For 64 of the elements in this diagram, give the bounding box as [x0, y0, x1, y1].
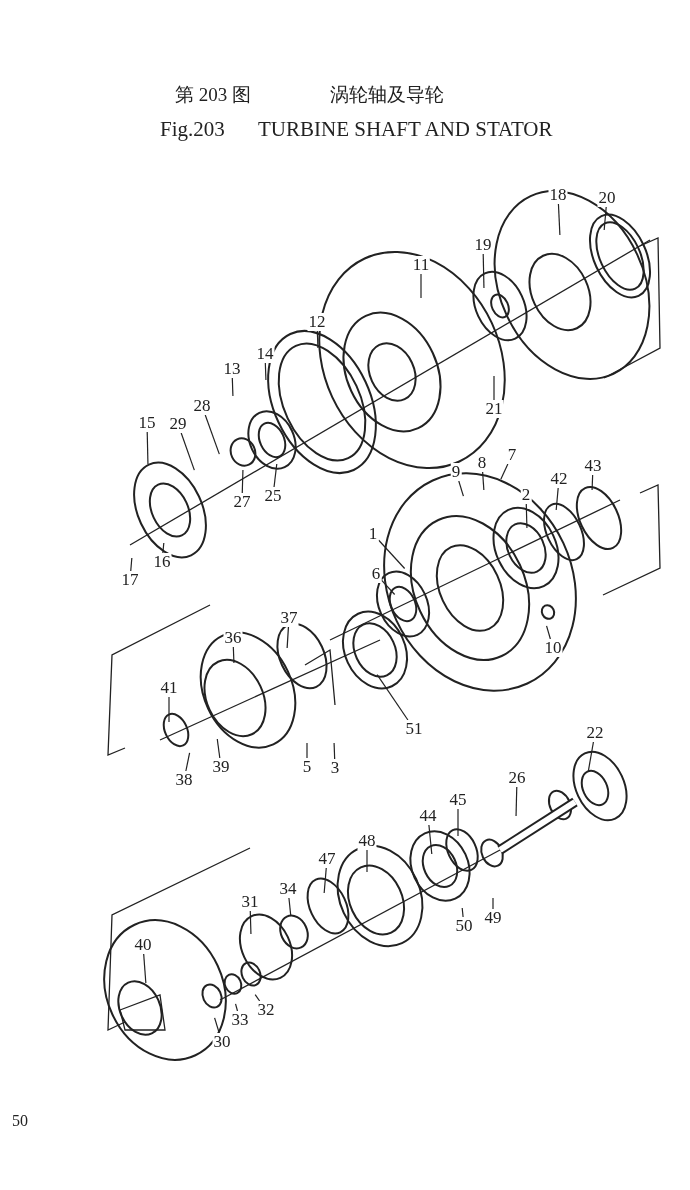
leader-line — [185, 752, 191, 772]
leader-line — [482, 253, 485, 289]
callout-number: 21 — [484, 400, 504, 418]
callout-number: 48 — [357, 832, 377, 850]
leader-line — [458, 480, 464, 497]
leader-line — [420, 273, 422, 299]
leader-line — [457, 808, 459, 837]
leader-line — [231, 377, 234, 397]
leader-line — [130, 557, 133, 572]
leader-line — [333, 742, 336, 760]
leader-line — [180, 432, 195, 471]
callout-number: 2 — [520, 486, 532, 504]
leader-line — [214, 1017, 220, 1034]
leader-line — [306, 742, 308, 759]
leader-line — [254, 994, 261, 1002]
leader-line — [234, 1003, 239, 1012]
leader-line — [264, 362, 267, 381]
callout-number: 20 — [597, 189, 617, 207]
leader-line — [482, 471, 485, 491]
heading: 第 203 图 — [175, 85, 251, 106]
leader-line — [493, 375, 495, 401]
leader-line — [162, 542, 165, 554]
leader-line — [591, 474, 594, 491]
leader-line — [515, 786, 518, 817]
leader-line — [377, 539, 406, 570]
leader-line — [525, 503, 528, 529]
leader-line — [316, 330, 319, 349]
leader-line — [500, 463, 509, 480]
leader-line — [204, 414, 220, 455]
callout-number: 12 — [307, 313, 327, 331]
leader-line — [428, 824, 433, 855]
leader-line — [168, 696, 170, 723]
leader-line — [461, 907, 464, 918]
leader-line — [288, 897, 292, 917]
callout-number: 7 — [506, 446, 518, 464]
callout-number: 6 — [370, 565, 382, 583]
leader-line — [323, 867, 327, 894]
leader-line — [380, 579, 396, 596]
heading: Fig.203 — [160, 118, 225, 142]
callout-number: 37 — [279, 609, 299, 627]
leader-line — [216, 738, 221, 759]
leader-line — [146, 431, 149, 465]
leader-line — [273, 463, 278, 488]
leader-line — [587, 741, 594, 772]
heading: TURBINE SHAFT AND STATOR — [258, 118, 553, 142]
callout-number: 9 — [450, 463, 462, 481]
leader-line — [366, 849, 368, 873]
leader-line — [249, 910, 252, 935]
leader-line — [376, 674, 409, 721]
leader-line — [492, 897, 494, 910]
callout-number: 10 — [543, 639, 563, 657]
page-number: 50 — [12, 1112, 28, 1130]
leader-line — [545, 625, 551, 640]
leader-line — [232, 646, 235, 664]
callout-number: 29 — [168, 415, 188, 433]
leader-line — [143, 953, 147, 984]
leader-line — [603, 206, 607, 231]
leader-line — [555, 487, 559, 511]
callout-number: 28 — [192, 397, 212, 415]
leader-line — [557, 203, 561, 236]
leader-line — [286, 626, 290, 649]
leader-line — [241, 469, 244, 494]
callout-number: 14 — [255, 345, 275, 363]
heading: 涡轮轴及导轮 — [330, 85, 444, 106]
